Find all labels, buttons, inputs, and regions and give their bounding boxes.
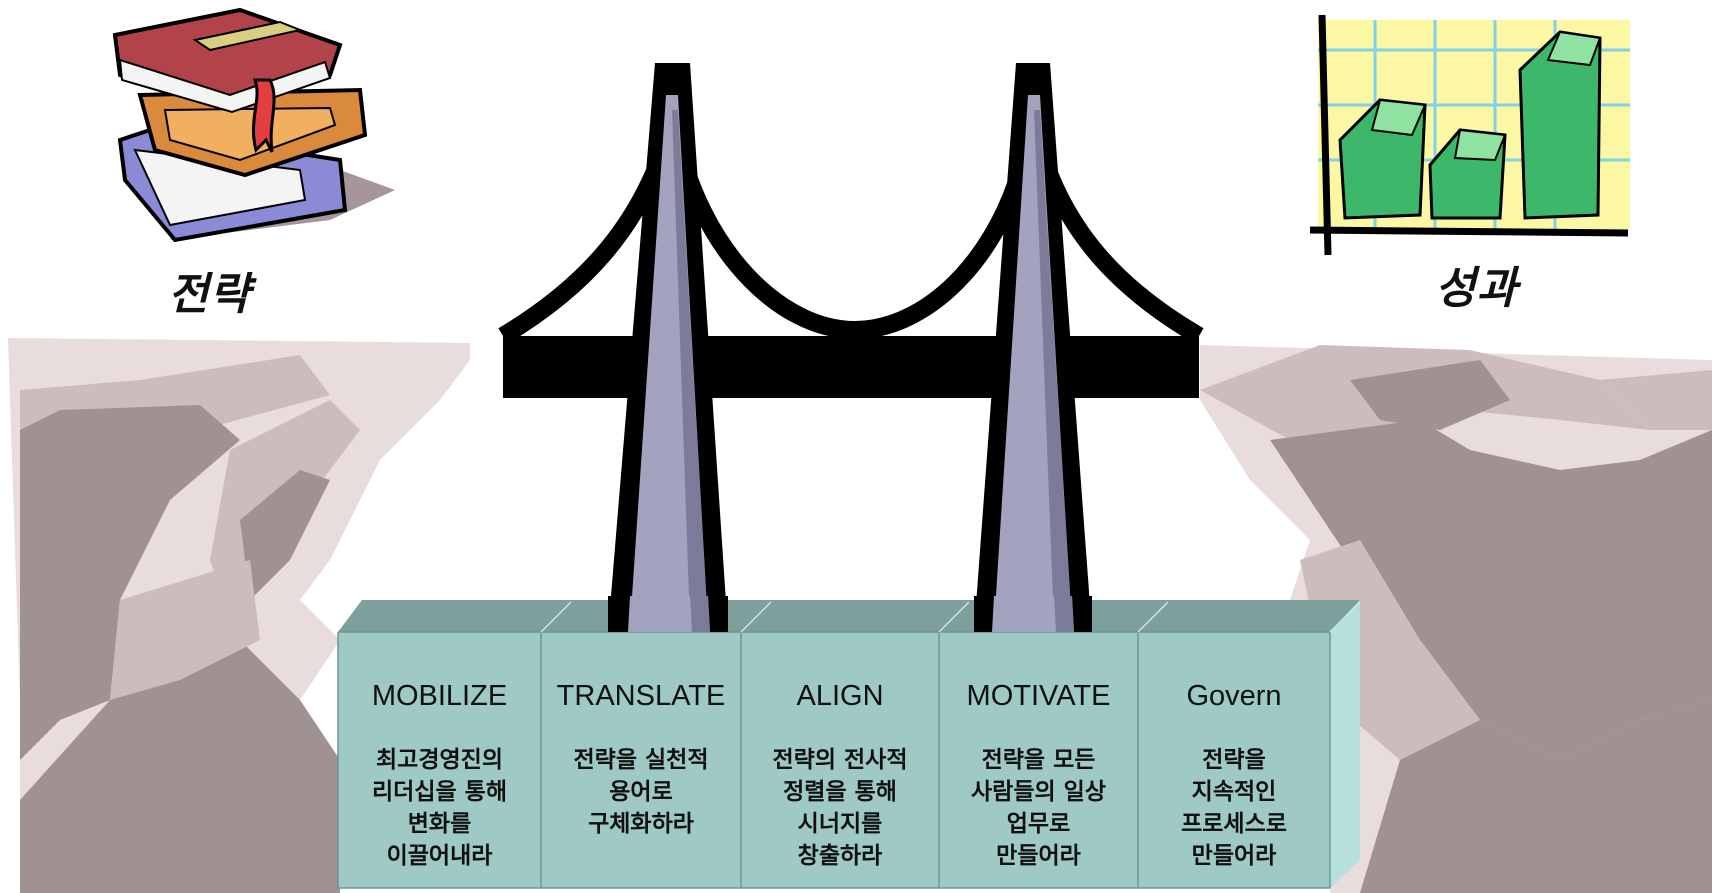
step-mobilize: MOBILIZE 최고경영진의 리더십을 통해 변화를 이끌어내라: [338, 632, 541, 884]
step-description: 전략을 지속적인 프로세스로 만들어라: [1181, 747, 1287, 869]
money-bar-chart-icon: [1309, 14, 1630, 256]
step-description: 전략을 모든 사람들의 일상 업무로 만들어라: [971, 747, 1106, 869]
step-translate: TRANSLATE 전략을 실천적 용어로 구체화하라: [541, 632, 741, 884]
step-description: 전략의 전사적 정렬을 통해 시너지를 창출하라: [772, 747, 908, 869]
right-cliff: [1200, 345, 1712, 893]
step-description: 전략을 실천적 용어로 구체화하라: [573, 747, 709, 837]
results-label: 성과: [1435, 263, 1518, 314]
step-align: ALIGN 전략의 전사적 정렬을 통해 시너지를 창출하라: [741, 632, 939, 884]
step-description: 최고경영진의 리더십을 통해 변화를 이끌어내라: [372, 747, 507, 869]
step-title: MOTIVATE: [966, 680, 1111, 712]
step-title: ALIGN: [796, 680, 884, 712]
left-tower-base-shade: [690, 596, 710, 632]
step-title: Govern: [1186, 680, 1282, 712]
book-stack-icon: [112, 7, 395, 243]
step-title: MOBILIZE: [371, 680, 508, 712]
strategy-label: 전략: [168, 269, 251, 320]
right-tower-base-shade: [1054, 596, 1074, 632]
steps-box: [337, 600, 1361, 889]
suspension-bridge: [498, 63, 1204, 632]
right-tower-base-fill: [992, 596, 1074, 632]
left-cliff: [8, 338, 470, 893]
step-motivate: MOTIVATE 전략을 모든 사람들의 일상 업무로 만들어라: [939, 632, 1138, 884]
step-title: TRANSLATE: [556, 680, 726, 712]
left-tower-base-fill: [628, 596, 710, 632]
step-govern: Govern 전략을 지속적인 프로세스로 만들어라: [1138, 632, 1330, 884]
